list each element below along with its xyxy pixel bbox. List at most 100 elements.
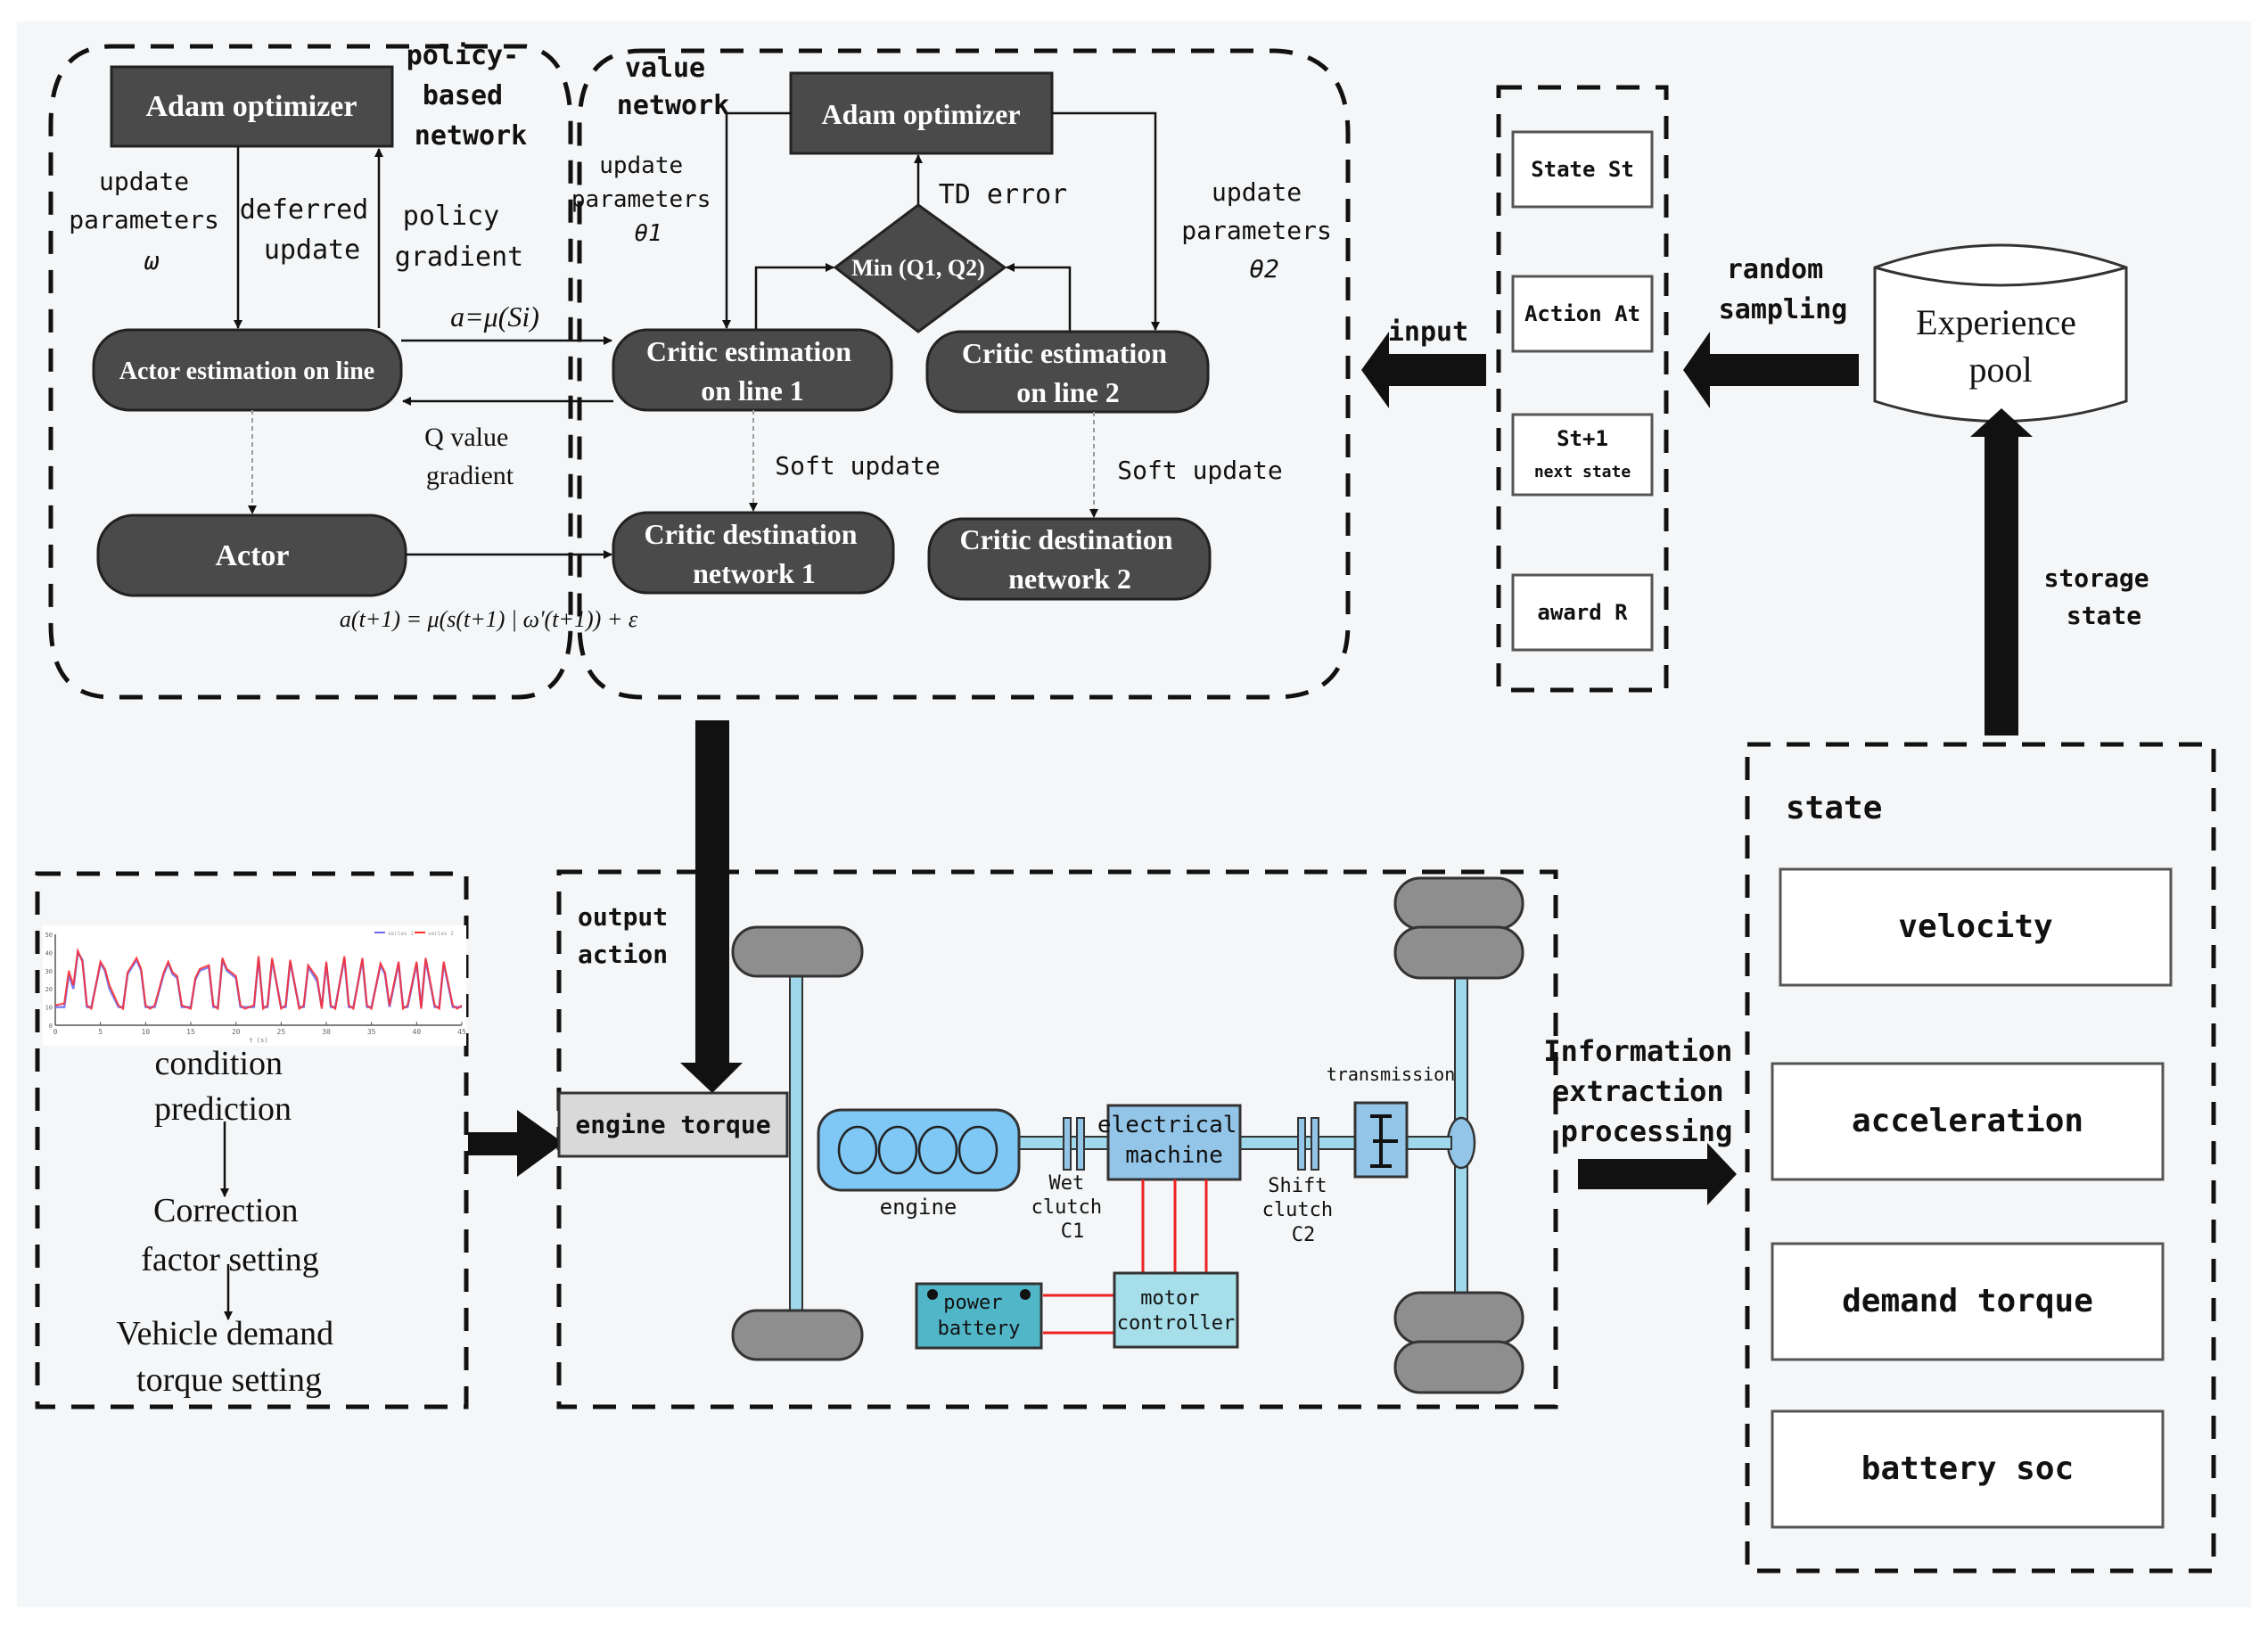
soft-update-2-label: Soft update [1117,456,1282,485]
information-extraction-label: Information extraction processing [1543,1034,1749,1148]
state-item-label: demand torque [1842,1283,2093,1319]
transition-item-box [1511,130,1654,209]
chart-x-tick-label: 40 [413,1028,422,1036]
chart-x-tick-label: 30 [322,1028,331,1036]
transition-item: Action At [1511,275,1654,353]
shift-clutch-plate-2 [1311,1117,1319,1171]
shift-clutch-plate-1 [1297,1117,1306,1171]
motor-controller-label: motor controller [1117,1287,1235,1335]
powertrain-panel: output action engine torque engine [556,720,1558,1409]
random-sampling-arrow [1683,332,1859,408]
state-item: velocity [1779,867,2173,987]
demand-to-torque-arrow [468,1110,563,1177]
chart-x-tick-label: 15 [186,1028,195,1036]
rear-wheel-top-outer [1393,876,1524,931]
storage-state-arrow [1970,408,2033,735]
chart-y-tick-label: 0 [49,1023,53,1030]
value-network-label: value network [617,53,729,121]
information-extraction-group: Information extraction processing [1543,1034,1749,1205]
state-item-label: velocity [1898,908,2052,945]
chart-y-tick-label: 50 [45,932,53,939]
front-wheel-bottom [731,1309,864,1361]
policy-network-label: policy- based network [407,40,536,152]
transition-item-label: next state [1534,463,1631,481]
correction-factor-label: Correction factor setting [141,1192,318,1278]
state-item: acceleration [1771,1062,2165,1181]
chart-x-tick-label: 25 [277,1028,286,1036]
critic-target-2 [927,517,1212,601]
chart-legend-label: series 2 [428,931,454,937]
rear-wheel-bottom-inner [1393,1291,1524,1345]
experience-pool-cylinder [1873,243,2128,423]
state-panel-title: state [1786,790,1882,826]
value-network-group: value network Adam optimizer update para… [571,48,1351,700]
chart-x-tick-label: 0 [53,1028,58,1036]
storage-state-label: storage state [2044,563,2165,630]
soft-update-1-label: Soft update [775,451,940,481]
update-parameters-theta1-label: update parameters θ1 [571,152,725,247]
theta1-update-arrow [722,111,791,329]
actor-estimation-online [92,328,403,412]
front-axle [789,949,803,1325]
electrical-machine [1106,1104,1242,1181]
policy-gradient-label: policy gradient [395,201,524,273]
policy-network-border [48,44,573,700]
chart-legend-label: series 1 [388,931,414,937]
information-extraction-arrow [1578,1143,1737,1205]
battery-terminal-negative [927,1289,938,1300]
condition-prediction-label: condition prediction [154,1045,292,1128]
motor-controller [1113,1271,1239,1349]
chart-x-tick-label: 10 [142,1028,151,1036]
engine-torque-label: engine torque [575,1110,770,1139]
update-parameters-omega-label: update parameters ω [69,167,234,275]
state-item: battery soc [1771,1409,2165,1529]
experience-pool-top-rim [1874,266,2127,287]
min-q-node [833,203,1007,333]
td-error-label: TD error [939,179,1068,210]
transition-item-box [1511,573,1654,652]
state-item-box [1771,1242,2165,1361]
deferred-update-label: deferred update [240,194,385,266]
adam-optimizer-policy [110,65,394,148]
q-value-gradient-label: Q value gradient [424,423,515,490]
adam-optimizer-value [789,71,1054,155]
transition-item: State St [1511,130,1654,209]
state-panel: state velocity acceleration demand torque b… [1745,742,2216,1574]
critic2-to-min-arrow [1006,263,1072,332]
transition-item-label: award R [1537,600,1628,625]
chart-x-label: t (s) [249,1037,267,1044]
critic1-to-min-arrow [754,263,834,330]
power-battery-label: power battery [938,1292,1021,1340]
critic-target-1 [612,511,895,595]
state-item-label: battery soc [1861,1450,2074,1487]
adam-optimizer-policy-label: Adam optimizer [145,90,357,123]
front-wheel-top [731,925,864,978]
state-item-box [1779,867,2173,987]
experience-pool-label: Experience pool [1916,302,2085,390]
random-sampling-label: random sampling [1719,254,1848,325]
engine-label: engine [880,1195,957,1220]
chart-x-tick-label: 35 [367,1028,376,1036]
critic-target-2-label: Critic destination network 2 [959,523,1179,595]
chart-series-line [54,947,463,1011]
chart-x-tick-label: 20 [232,1028,241,1036]
transition-item-label: State St [1531,157,1634,182]
min-q-node-label: Min (Q1, Q2) [851,255,985,281]
rear-wheel-bottom-outer [1393,1340,1524,1394]
shift-clutch-label: Shift clutch C2 [1262,1175,1345,1246]
output-action-label: output action [578,902,683,969]
chart-y-tick-label: 20 [45,986,53,993]
actor-target-label: Actor [215,539,289,572]
engine-torque-box [557,1091,789,1158]
value-network-border [577,48,1351,700]
input-arrow [1361,332,1486,408]
input-label: input [1388,316,1468,348]
chart-y-tick-label: 30 [45,968,53,975]
motor-power-wires [1043,1179,1208,1335]
engine-cylinders [837,1125,998,1175]
critic-target-1-label: Critic destination network 1 [644,518,864,589]
